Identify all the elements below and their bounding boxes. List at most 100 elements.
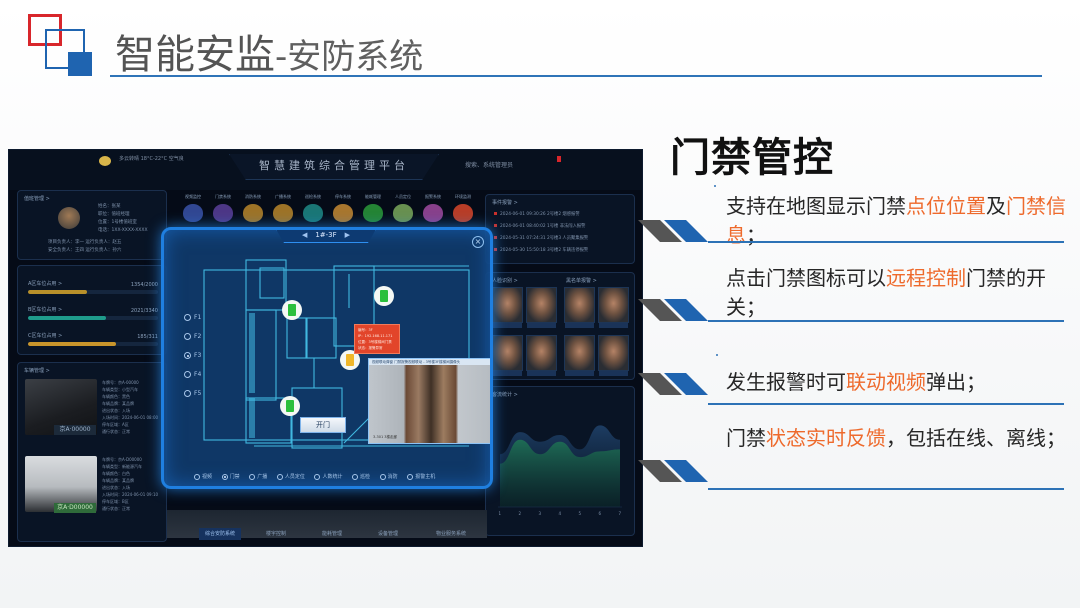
face-thumbnail[interactable] [526, 287, 557, 328]
bottom-nav-property[interactable]: 物业服务系统 [435, 531, 466, 537]
subsystem-label: 能耗管理 [365, 194, 381, 199]
building-floor-label: 1#-3F [315, 231, 337, 239]
vehicle-info-line: 车牌号：京A·00000 [102, 380, 139, 385]
floor-label: F4 [194, 371, 202, 378]
location-icon [393, 204, 413, 222]
alert-dot-icon [494, 224, 497, 227]
chart-x-tick: 4 [559, 511, 562, 516]
search-user-label[interactable]: 搜索、系统管理员 [465, 162, 514, 169]
plate-number: 京A·00000 [54, 425, 96, 435]
next-floor-icon[interactable]: ▶ [344, 231, 351, 239]
radio-icon [194, 473, 200, 480]
alert-dot-icon [494, 248, 497, 251]
face-thumbnail[interactable] [526, 335, 557, 376]
layer-option-location[interactable]: 人员定位 [276, 473, 305, 480]
door-online-icon[interactable] [374, 286, 394, 306]
alert-indicator-icon [557, 156, 561, 162]
plain-text: 点击门禁图标可以 [726, 266, 886, 290]
vehicle-info-line: 车辆类型：小型汽车 [102, 387, 138, 392]
floor-option-f3[interactable]: F3 [184, 352, 201, 359]
event-row[interactable]: 2024-05-31 07:24:31 2号楼3 人员聚集报警 [494, 235, 588, 241]
subsystem-parking[interactable]: 停车系统 [331, 194, 355, 222]
radio-selected-icon [221, 473, 228, 480]
event-row[interactable]: 2024-06-01 09:30:26 2号楼2 烟感报警 [494, 211, 580, 217]
logo-filled-square [68, 52, 92, 76]
alert-dot-icon [494, 212, 497, 215]
door-online-icon[interactable] [282, 300, 302, 320]
subsystem-alarm[interactable]: 报警系统 [421, 194, 445, 222]
close-icon[interactable]: × [472, 236, 484, 248]
chart-x-tick: 5 [579, 511, 582, 516]
subsystem-location[interactable]: 人员定位 [391, 194, 415, 222]
bottom-nav-equipment[interactable]: 设备管理 [377, 531, 398, 537]
parking-stat-b[interactable]: B区车位占用 > 2021/3340 [28, 306, 158, 320]
plain-text: ，包括在线、离线； [886, 426, 1066, 450]
duty-panel-header[interactable]: 值班管理 > [24, 196, 50, 202]
layer-option-alarm-host[interactable]: 报警主机 [407, 473, 435, 480]
chart-panel-header[interactable]: 客流统计 > [492, 392, 518, 398]
layer-option-headcount[interactable]: 人数统计 [314, 473, 342, 480]
highlight-text: 远程控制 [886, 266, 966, 290]
subsystem-energy[interactable]: 能耗管理 [361, 194, 385, 222]
subsystem-video[interactable]: 视频监控 [181, 194, 205, 222]
door-alarm-icon[interactable] [340, 350, 360, 370]
radio-icon [314, 473, 321, 480]
environment-icon [453, 204, 473, 222]
open-door-button[interactable]: 开门 [300, 417, 346, 433]
vehicle-info: 车牌号：京A·00000 车辆类型：小型汽车 车辆颜色：黑色 车辆品牌：某品牌 … [102, 379, 158, 435]
subsystem-patrol[interactable]: 巡检系统 [301, 194, 325, 222]
blacklist-panel-header[interactable]: 黑名单报警 > [566, 278, 597, 284]
event-row[interactable]: 2024-05-30 15:50:18 3号楼2 车辆违停报警 [494, 247, 588, 253]
event-panel-header[interactable]: 事件报警 > [492, 200, 518, 206]
layer-option-access[interactable]: 门禁 [221, 473, 240, 480]
subsystem-broadcast[interactable]: 广播系统 [271, 194, 295, 222]
weather-text: 多云转晴 18°C-22°C 空气良 [119, 156, 184, 162]
parking-stat-c[interactable]: C区车位占用 > 185/311 [28, 332, 158, 346]
video-feed[interactable] [369, 365, 490, 443]
bottom-nav-building-control[interactable]: 楼宇控制 [265, 531, 286, 537]
slide-title-sub: -安防系统 [275, 37, 424, 77]
layer-option-video[interactable]: 视频 [194, 473, 212, 480]
layer-option-broadcast[interactable]: 广播 [249, 473, 267, 480]
face-thumbnail[interactable] [564, 335, 595, 376]
bottom-nav-security[interactable]: 综合安防系统 [199, 528, 241, 540]
alarm-icon [423, 204, 443, 222]
floor-label: F2 [194, 333, 202, 340]
duty-info: 姓名：张某 职位：值班经理 位置：1号楼值班室 电话：1XX-XXXX-XXXX [98, 203, 148, 235]
duty-info-line: 电话：1XX-XXXX-XXXX [98, 228, 148, 233]
subsystem-access[interactable]: 门禁系统 [211, 194, 235, 222]
subsystem-environment[interactable]: 环境监测 [451, 194, 475, 222]
door-online-icon[interactable] [280, 396, 300, 416]
face-thumbnail[interactable] [564, 287, 595, 328]
video-title: 视频联动弹窗 门禁报警视频联动 - 3号楼3F楼梯间摄像头 [369, 359, 490, 365]
face-thumbnail[interactable] [492, 287, 523, 328]
duty-responsible-line: 安全负责人：王四 运行负责人：孙六 [48, 248, 122, 253]
floor-option-f1[interactable]: F1 [184, 314, 201, 321]
radio-icon [184, 314, 191, 321]
prev-floor-icon[interactable]: ◀ [301, 231, 308, 239]
bottom-nav-energy[interactable]: 能耗管理 [321, 531, 342, 537]
floor-label: F1 [194, 314, 202, 321]
subsystem-fire[interactable]: 消防系统 [241, 194, 265, 222]
floor-option-f4[interactable]: F4 [184, 371, 201, 378]
parking-stat-a[interactable]: A区车位占用 > 1354/2000 [28, 280, 158, 294]
face-thumbnail[interactable] [598, 335, 629, 376]
face-panel-header[interactable]: 人脸识别 > [492, 278, 518, 284]
video-overlay-text: 3-301 3楼走廊 [373, 435, 398, 439]
layer-label: 广播 [257, 474, 268, 480]
face-thumbnail[interactable] [598, 287, 629, 328]
layer-option-fire[interactable]: 消防 [379, 473, 398, 480]
plain-text: 门禁 [726, 426, 766, 450]
event-text: 2024-06-01 09:30:26 2号楼2 烟感报警 [500, 212, 580, 217]
face-thumbnail[interactable] [492, 335, 523, 376]
stat-progress-fill [28, 342, 117, 346]
radio-selected-icon [184, 352, 191, 359]
floor-option-f5[interactable]: F5 [184, 390, 201, 397]
vehicle-panel-header[interactable]: 车辆管理 > [24, 368, 50, 374]
floor-option-f2[interactable]: F2 [184, 333, 201, 340]
event-row[interactable]: 2024-06-01 08:40:02 1号楼 非法闯入报警 [494, 223, 585, 229]
layer-option-patrol[interactable]: 巡检 [352, 473, 370, 480]
energy-icon [363, 204, 383, 222]
vehicle-info-line: 通行状态：正常 [102, 506, 130, 511]
